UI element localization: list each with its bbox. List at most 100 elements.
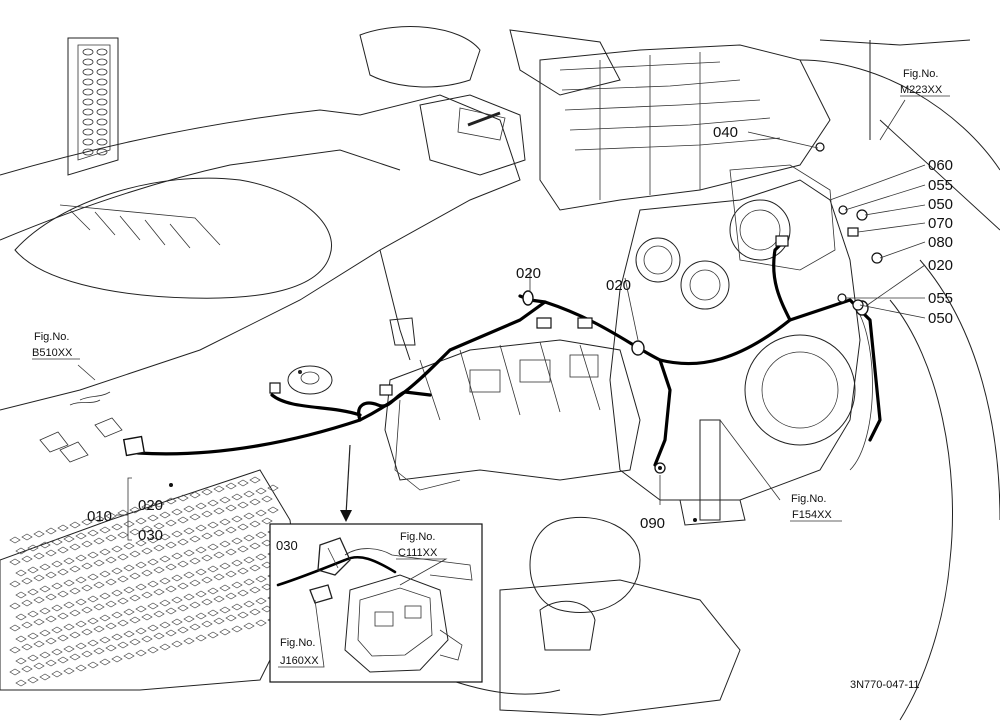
- grille-cell: [249, 476, 261, 484]
- grille-cell: [171, 574, 183, 582]
- callout-030: 030: [276, 538, 298, 553]
- perforation-hole: [96, 108, 108, 116]
- grille-cell: [129, 616, 141, 624]
- perforation-holes: [82, 48, 108, 156]
- grille-cell: [231, 603, 243, 611]
- grille-cell: [105, 600, 117, 608]
- fig-ref-code: B510XX: [32, 347, 73, 359]
- grille-cell: [153, 500, 165, 508]
- grille-cell: [171, 530, 183, 538]
- grille-cell: [213, 507, 225, 515]
- grille-cell: [153, 544, 165, 552]
- grille-cell: [87, 551, 99, 559]
- grille-cell: [231, 581, 243, 589]
- grille-cell: [129, 550, 141, 558]
- grille-cell: [27, 544, 39, 552]
- grille-cell: [33, 574, 45, 582]
- front-grille: [0, 469, 301, 691]
- hood-outline: [0, 94, 521, 411]
- grille-cell: [183, 527, 195, 535]
- grille-cell: [225, 570, 237, 578]
- grille-cell: [159, 599, 171, 607]
- grille-cell: [63, 623, 75, 631]
- grille-cell: [45, 571, 57, 579]
- grille-cell: [183, 549, 195, 557]
- grille-cell: [189, 491, 201, 499]
- perforation-hole: [96, 88, 108, 96]
- grille-cell: [33, 662, 45, 670]
- callout-040: 040: [713, 124, 738, 141]
- grille-cell: [189, 513, 201, 521]
- perforation-hole: [82, 88, 94, 96]
- inset-pump: [309, 574, 463, 673]
- grille-cell: [201, 532, 213, 540]
- grille-cell: [135, 561, 147, 569]
- grille-cell: [141, 503, 153, 511]
- bolt-090: [654, 462, 666, 474]
- perforation-hole: [82, 148, 94, 156]
- grille-cell: [213, 529, 225, 537]
- grille-cell: [9, 602, 21, 610]
- grille-cell: [123, 564, 135, 572]
- fig-ref-title: Fig.No.: [280, 637, 315, 649]
- sensor-disc: [287, 365, 333, 395]
- connector-cluster: [39, 391, 123, 463]
- grille-cell: [135, 605, 147, 613]
- grille-cell: [33, 530, 45, 538]
- grille-cell: [33, 618, 45, 626]
- grille-cell: [93, 515, 105, 523]
- grille-cell: [141, 547, 153, 555]
- grille-cell: [21, 665, 33, 673]
- grille-cell: [243, 490, 255, 498]
- grille-cell: [213, 485, 225, 493]
- grille-cell: [27, 632, 39, 640]
- grille-cell: [111, 633, 123, 641]
- grille-cell: [225, 548, 237, 556]
- grille-cell: [105, 644, 117, 652]
- grille-cell: [183, 571, 195, 579]
- fig-ref-code: F154XX: [792, 509, 832, 521]
- grille-cell: [45, 659, 57, 667]
- grille-cell: [63, 535, 75, 543]
- grille-cell: [63, 645, 75, 653]
- grille-cell: [147, 514, 159, 522]
- grille-cell: [69, 521, 81, 529]
- callout-010: 010: [87, 508, 112, 525]
- grille-cell: [63, 667, 75, 675]
- grille-cell: [45, 637, 57, 645]
- perforation-hole: [96, 98, 108, 106]
- grille-cell: [165, 497, 177, 505]
- grille-cell: [147, 558, 159, 566]
- grille-cell: [81, 650, 93, 658]
- grille-cell: [75, 664, 87, 672]
- grille-cell: [63, 557, 75, 565]
- perforation-hole: [82, 108, 94, 116]
- grille-cell: [21, 533, 33, 541]
- hood-vent: [14, 177, 332, 299]
- grille-cell: [135, 649, 147, 657]
- grille-cell: [183, 505, 195, 513]
- grille-cell: [207, 565, 219, 573]
- grille-cell: [9, 580, 21, 588]
- grille-cell: [33, 552, 45, 560]
- grille-cell: [201, 620, 213, 628]
- perforation-hole: [82, 78, 94, 86]
- grille-cell: [39, 651, 51, 659]
- grille-cell: [171, 552, 183, 560]
- grille-cell: [75, 598, 87, 606]
- grille-cell: [153, 588, 165, 596]
- bracket-070: [847, 227, 859, 237]
- grille-cell: [201, 488, 213, 496]
- grille-cell: [195, 612, 207, 620]
- grille-cell: [57, 546, 69, 554]
- perforation-hole: [82, 48, 94, 56]
- grille-cell: [195, 568, 207, 576]
- perforation-hole: [96, 118, 108, 126]
- perforation-hole: [96, 48, 108, 56]
- grille-cell: [219, 584, 231, 592]
- grille-cell: [57, 524, 69, 532]
- grille-cell: [21, 643, 33, 651]
- grille-cell: [261, 495, 273, 503]
- grille-cell: [135, 539, 147, 547]
